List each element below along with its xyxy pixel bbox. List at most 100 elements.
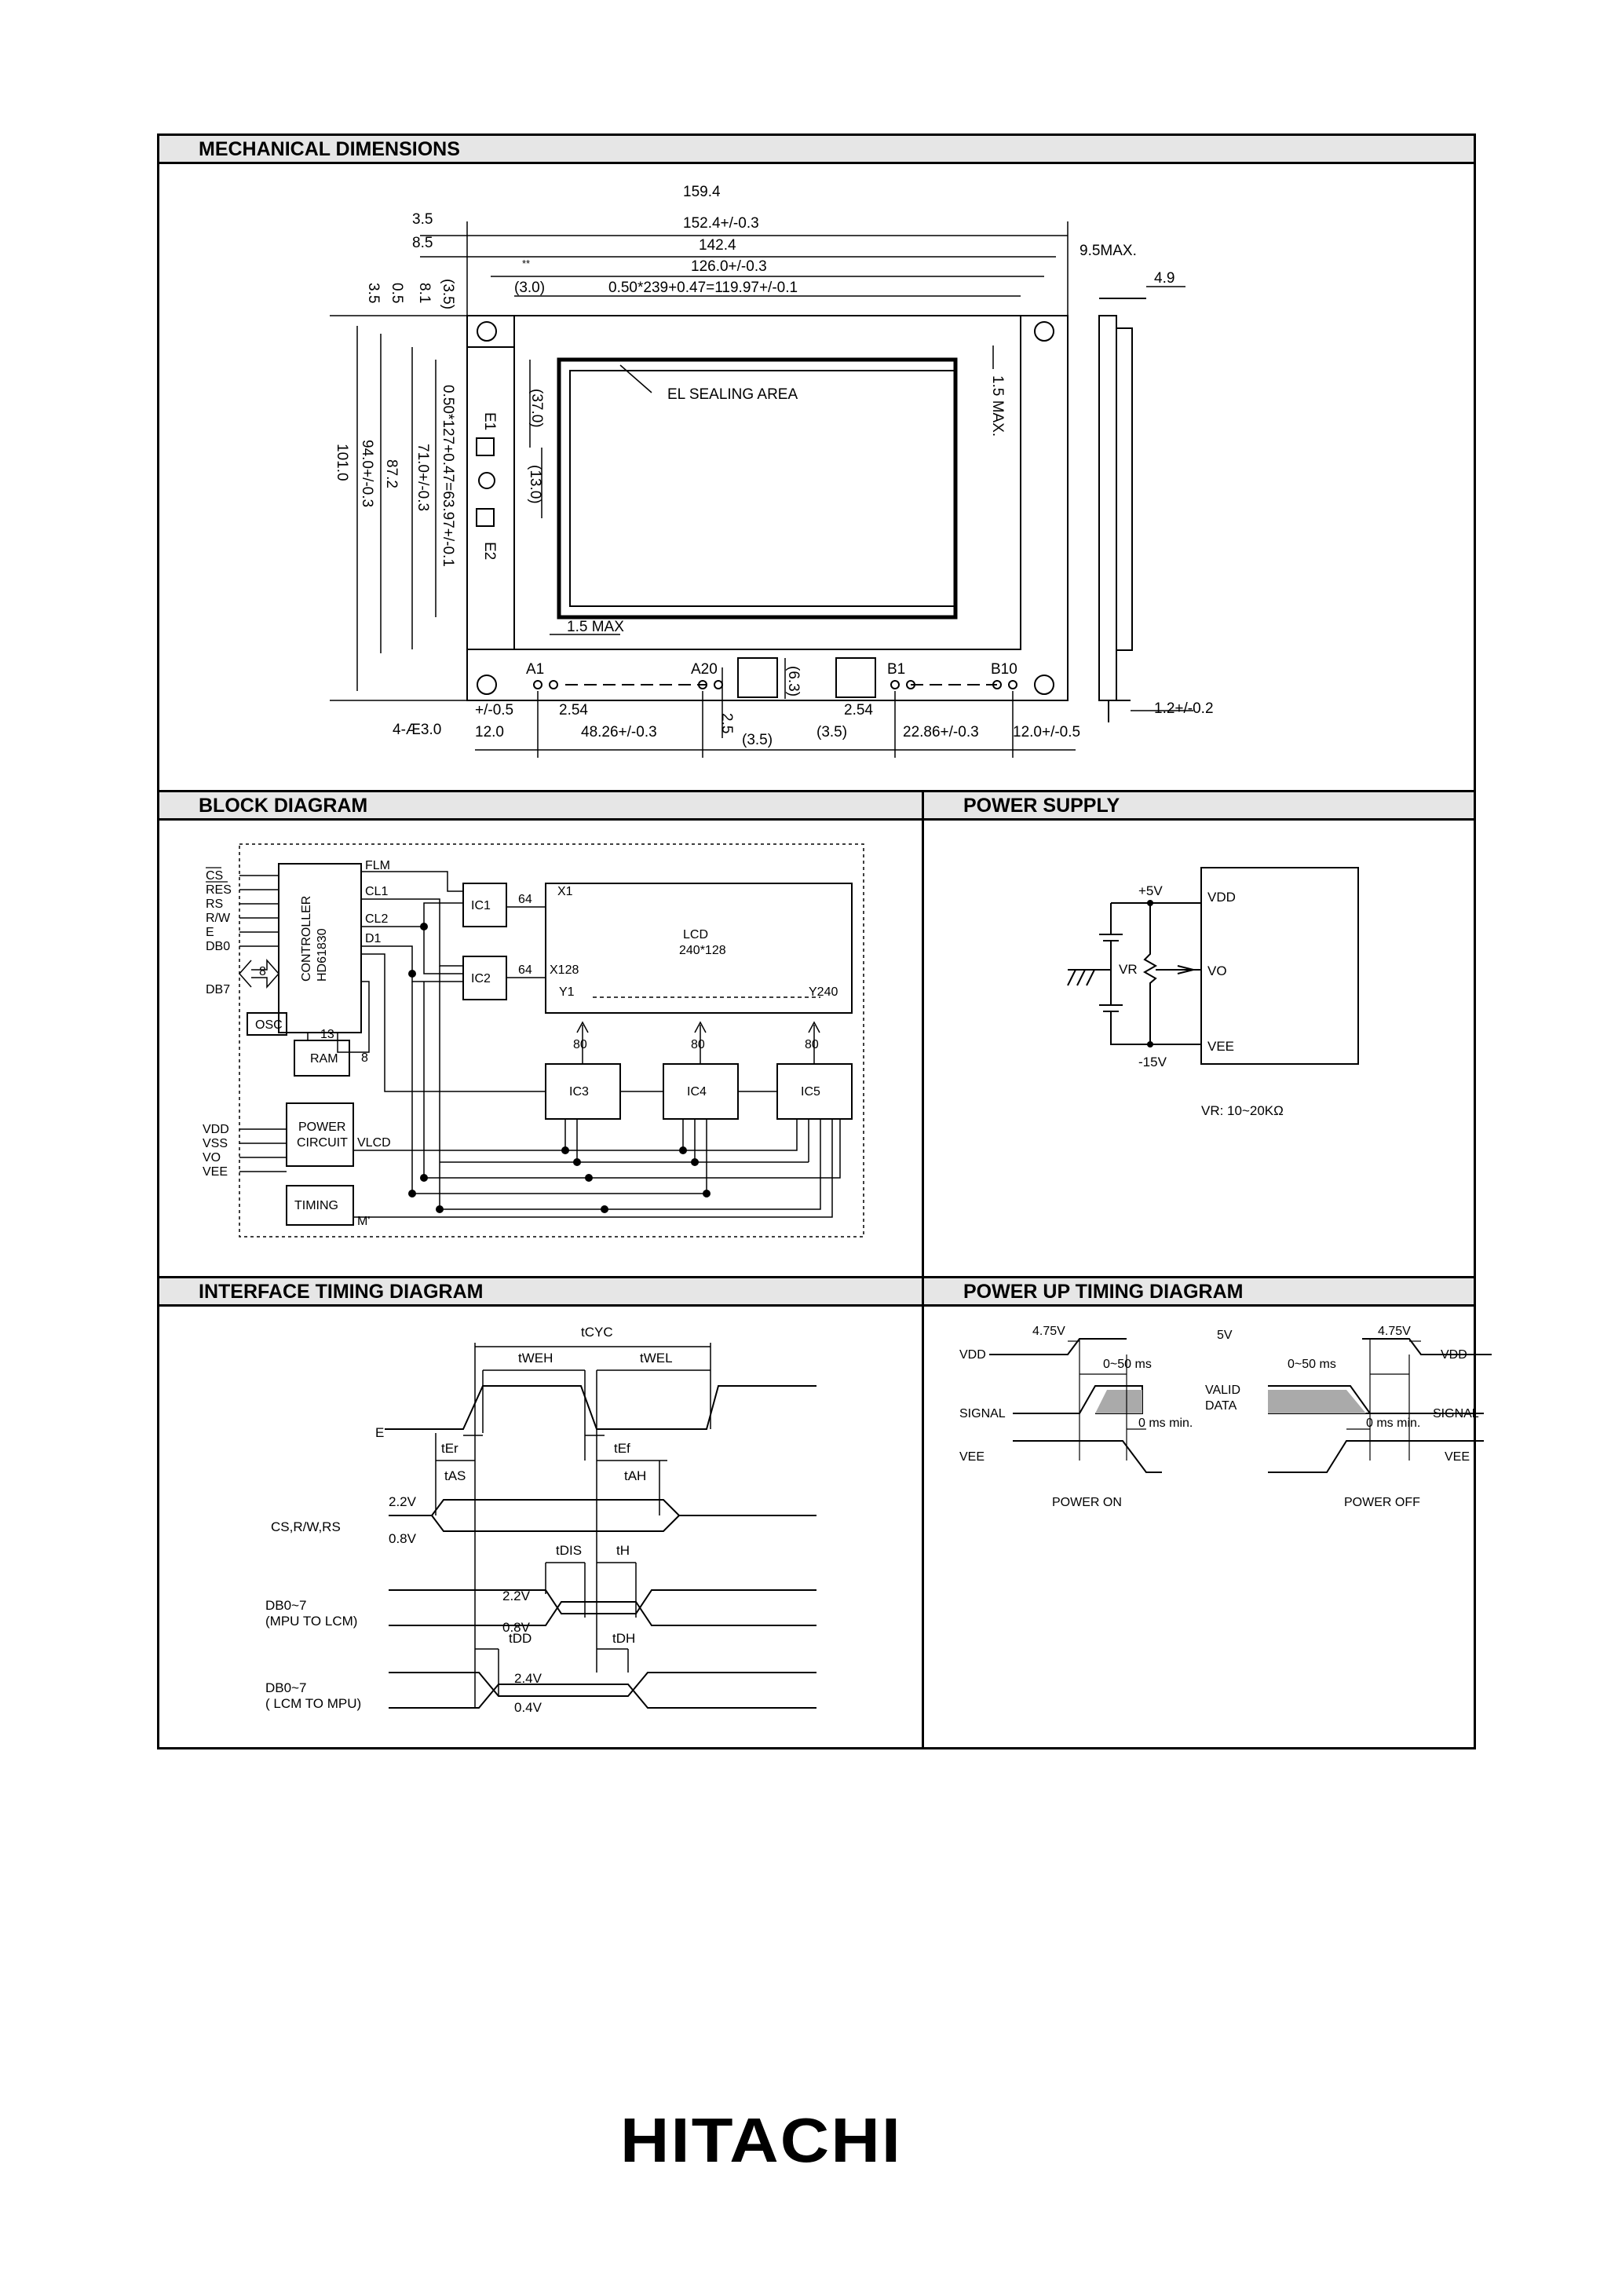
input-vdd: VDD (203, 1123, 229, 1136)
dim-v-0-5: 0.5 (389, 283, 405, 303)
level-08a: 0.8V (389, 1531, 417, 1546)
psu-vr: VR (1119, 962, 1138, 977)
bus-80a: 80 (573, 1038, 587, 1051)
dim-hole: 4-Æ3.0 (393, 722, 441, 738)
bus-8b: 8 (361, 1051, 368, 1065)
dim-4-9: 4.9 (1154, 270, 1174, 287)
psu-vee: VEE (1207, 1039, 1234, 1054)
t-as: tAS (444, 1468, 466, 1483)
lcd-label: LCD (683, 928, 708, 941)
bus-13: 13 (320, 1028, 334, 1041)
circuit-label: CIRCUIT (297, 1136, 348, 1150)
dim-9-5-max: 9.5MAX. (1080, 243, 1137, 259)
label-y1: Y1 (559, 985, 575, 999)
t-ah: tAH (624, 1468, 646, 1483)
dim-b-22: 22.86+/-0.3 (903, 724, 979, 740)
signal-cl2: CL2 (365, 912, 388, 926)
dim-tol: +/-0.5 (475, 702, 513, 718)
dim-1-5-max-h: 1.5 MAX (567, 619, 624, 635)
dim-159-4: 159.4 (683, 184, 721, 200)
level-22a: 2.2V (389, 1494, 417, 1509)
ic4-box: IC4 (687, 1085, 707, 1099)
timing-box: TIMING (294, 1199, 338, 1212)
pu-475-right: 4.75V (1378, 1325, 1411, 1338)
pu-signal-left: SIGNAL (959, 1407, 1006, 1420)
divider-2 (157, 1276, 1476, 1278)
dim-126-0: 126.0+/-0.3 (691, 258, 767, 275)
psu-vdd: VDD (1207, 890, 1236, 905)
signal-flm: FLM (365, 859, 390, 872)
star-mark: ** (522, 258, 530, 269)
t-ef: tEf (614, 1441, 630, 1456)
ram-box: RAM (310, 1052, 338, 1066)
mechanical-drawing: 159.4 152.4+/-0.3 142.4 126.0+/-0.3 0.50… (330, 184, 1214, 758)
signal-vlcd: VLCD (357, 1136, 391, 1150)
pu-0-50ms-right: 0~50 ms (1288, 1358, 1336, 1371)
header-power-up-timing: POWER UP TIMING DIAGRAM (924, 1278, 1474, 1307)
pin-b1: B1 (887, 661, 905, 678)
controller-label: CONTROLLER (300, 896, 313, 982)
pu-power-off: POWER OFF (1344, 1496, 1420, 1509)
dim-v-3-5p: (3.5) (440, 279, 456, 309)
bus-8: 8 (259, 965, 266, 978)
pu-vee-left: VEE (959, 1450, 985, 1464)
input-rs: RS (206, 898, 223, 911)
pin-a1: A1 (526, 661, 544, 678)
header-interface-timing: INTERFACE TIMING DIAGRAM (159, 1278, 922, 1307)
pu-vee-right: VEE (1445, 1450, 1470, 1464)
pin-a20: A20 (691, 661, 718, 678)
dim-b-2-54a: 2.54 (559, 702, 588, 718)
signal-db-read-2: ( LCM TO MPU) (265, 1696, 361, 1711)
t-cyc: tCYC (581, 1325, 613, 1340)
signal-db-write-1: DB0~7 (265, 1598, 306, 1613)
level-24: 2.4V (514, 1671, 542, 1686)
signal-d1: D1 (365, 932, 382, 945)
input-res: RES (206, 883, 232, 897)
input-vo: VO (203, 1151, 221, 1164)
pu-475-left: 4.75V (1032, 1325, 1065, 1338)
label-e2: E2 (481, 542, 498, 560)
pu-power-on: POWER ON (1052, 1496, 1122, 1509)
dim-b-48: 48.26+/-0.3 (581, 724, 657, 740)
label-x128: X128 (550, 963, 579, 977)
dim-8-5: 8.5 (412, 235, 433, 251)
divider-1 (157, 790, 1476, 792)
bus-64a: 64 (518, 893, 532, 906)
label-x1: X1 (557, 885, 573, 898)
divider-vertical (922, 790, 924, 1749)
dim-1-2: 1.2+/-0.2 (1154, 700, 1214, 717)
dim-6-3: (6.3) (785, 666, 802, 696)
header-power-supply: POWER SUPPLY (924, 792, 1474, 821)
header-mechanical: MECHANICAL DIMENSIONS (159, 136, 1474, 164)
dim-152-4: 152.4+/-0.3 (683, 215, 759, 232)
dim-v-87: 87.2 (383, 459, 400, 488)
input-vee: VEE (203, 1165, 228, 1179)
t-er: tEr (441, 1441, 458, 1456)
dim-b-12r: 12.0+/-0.5 (1013, 724, 1080, 740)
datasheet-frame (157, 133, 1476, 1749)
input-e: E (206, 926, 214, 939)
pu-valid: VALID (1205, 1384, 1240, 1397)
signal-cs-rw-rs: CS,R/W,RS (271, 1519, 341, 1534)
signal-db-read-1: DB0~7 (265, 1680, 306, 1695)
pu-vdd-left: VDD (959, 1348, 986, 1362)
dim-b-2-5: 2.5 (718, 713, 735, 733)
ic5-box: IC5 (801, 1085, 820, 1099)
ic3-box: IC3 (569, 1085, 589, 1099)
psu-vr-note: VR: 10~20KΩ (1201, 1103, 1284, 1118)
dim-v-3-5: 3.5 (365, 283, 382, 303)
t-weh: tWEH (518, 1351, 553, 1366)
pu-vdd-right: VDD (1441, 1348, 1467, 1362)
pu-data: DATA (1205, 1399, 1237, 1413)
psu-plus5v: +5V (1138, 883, 1163, 898)
pu-0-50ms-left: 0~50 ms (1103, 1358, 1152, 1371)
t-wel: tWEL (640, 1351, 673, 1366)
ic2-box: IC2 (471, 972, 491, 985)
bus-64b: 64 (518, 963, 532, 977)
pu-0ms-right: 0 ms min. (1366, 1417, 1420, 1430)
hitachi-logo: HITACHI (620, 2105, 903, 2175)
dim-v-94: 94.0+/-0.3 (359, 440, 375, 507)
dim-v-101: 101.0 (334, 444, 350, 481)
dim-v-71: 71.0+/-0.3 (415, 444, 431, 511)
psu-minus15v: -15V (1138, 1055, 1167, 1069)
